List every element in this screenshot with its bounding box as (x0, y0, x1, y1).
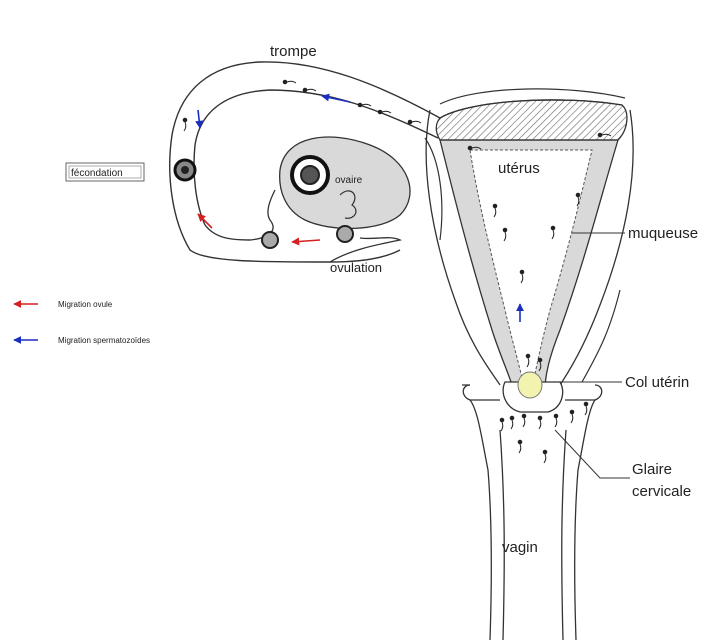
legend-ovum-label: Migration ovule (58, 300, 113, 309)
legend: Migration ovule Migration spermatozoïdes (14, 300, 150, 345)
sperm-migration-arrow (322, 96, 350, 102)
cervix-plug (518, 372, 542, 398)
label-glaire-1: Glaire (632, 461, 672, 478)
label-glaire-2: cervicale (632, 483, 691, 500)
ovum-cell (262, 232, 278, 248)
label-muqueuse: muqueuse (628, 225, 698, 242)
label-col-uterin: Col utérin (625, 374, 689, 391)
label-fecondation: fécondation (71, 168, 123, 179)
label-ovaire: ovaire (335, 175, 363, 186)
sperm-migration-arrow (198, 110, 200, 128)
glaire-leader (555, 430, 630, 478)
label-ovulation: ovulation (330, 260, 382, 275)
label-uterus: utérus (498, 160, 540, 177)
ovum-migration-arrow (292, 240, 320, 242)
label-vagin: vagin (502, 539, 538, 556)
vagina (488, 430, 578, 640)
legend-sperm-label: Migration spermatozoïdes (58, 336, 150, 345)
label-trompe: trompe (270, 43, 317, 60)
ovum-cell (337, 226, 353, 242)
